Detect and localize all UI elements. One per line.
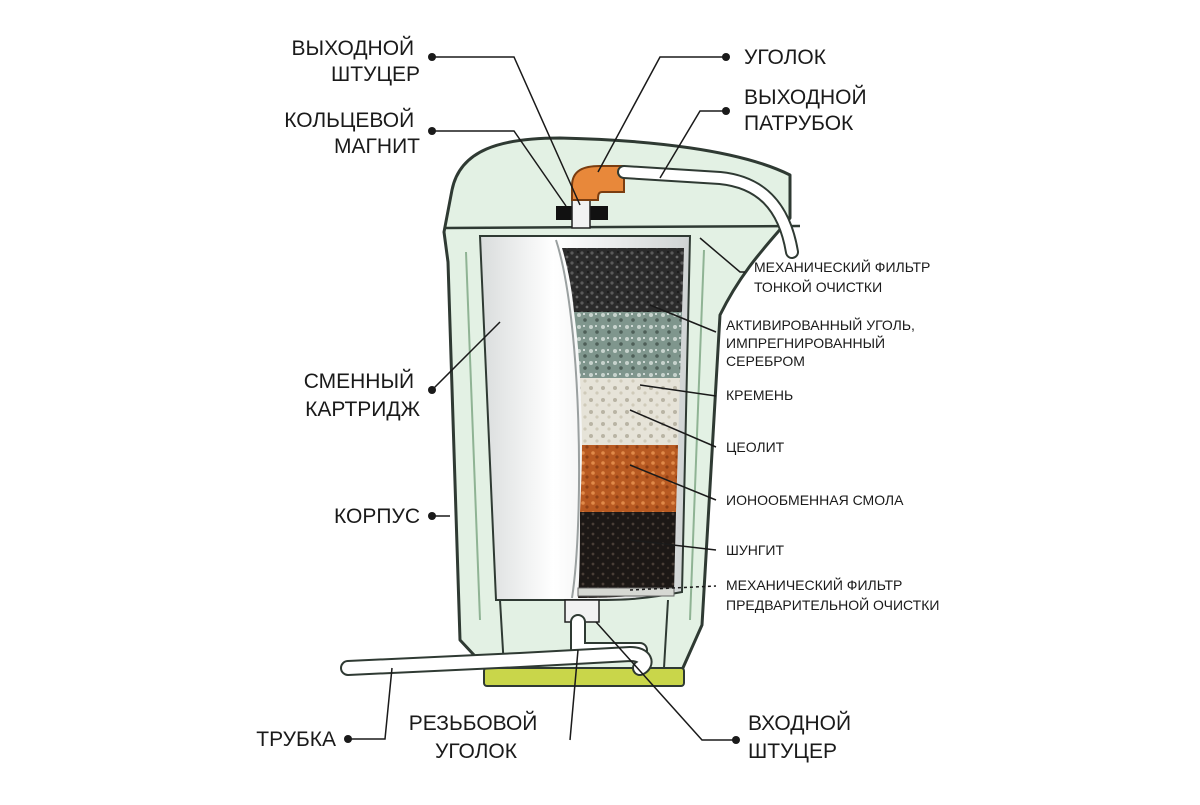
- label-housing: КОРПУС: [334, 505, 420, 528]
- top-fittings: [556, 165, 799, 259]
- label-outlet-fitting: ВЫХОДНОЙ ШТУЦЕР: [292, 36, 420, 86]
- label-ion-resin: ИОНООБМЕННАЯ СМОЛА: [726, 492, 904, 508]
- leader-lines: [348, 56, 745, 741]
- label-flint: КРЕМЕНЬ: [726, 387, 793, 403]
- label-shungite: ШУНГИТ: [726, 542, 784, 558]
- label-threaded-elbow: РЕЗЬБОВОЙ УГОЛОК: [409, 711, 543, 763]
- layer-carbon: [562, 248, 684, 312]
- label-ring-magnet: КОЛЬЦЕВОЙ МАГНИТ: [284, 108, 420, 158]
- cartridge-window-edge: [555, 239, 581, 599]
- outlet-fitting-shape: [571, 199, 591, 229]
- layer-prefilter: [577, 587, 675, 597]
- label-zeolite: ЦЕОЛИТ: [726, 439, 785, 455]
- label-inlet-fitting: ВХОДНОЙ ШТУЦЕР: [748, 711, 857, 763]
- label-elbow: УГОЛОК: [744, 46, 827, 69]
- layer-shungite: [578, 512, 676, 598]
- label-tube: ТРУБКА: [256, 728, 336, 751]
- housing-lid-line: [445, 224, 801, 230]
- replaceable-cartridge: [478, 235, 692, 601]
- label-dots: [344, 53, 740, 744]
- layer-flint: [580, 378, 680, 445]
- label-fine-filter: МЕХАНИЧЕСКИЙ ФИЛЬТР ТОНКОЙ ОЧИСТКИ: [754, 258, 934, 295]
- label-prefilter: МЕХАНИЧЕСКИЙ ФИЛЬТР ПРЕДВАРИТЕЛЬНОЙ ОЧИС…: [726, 576, 939, 613]
- label-cartridge: СМЕННЫЙ КАРТРИДЖ: [304, 369, 421, 421]
- labels: ВЫХОДНОЙ ШТУЦЕР КОЛЬЦЕВОЙ МАГНИТ УГОЛОК …: [256, 36, 939, 763]
- housing-inner-wall: [465, 249, 705, 621]
- housing-base: [483, 667, 685, 687]
- label-activated-carbon: АКТИВИРОВАННЫЙ УГОЛЬ, ИМПРЕГНИРОВАННЫЙ С…: [726, 316, 919, 369]
- label-outlet-pipe: ВЫХОДНОЙ ПАТРУБОК: [744, 85, 872, 135]
- layer-resin: [580, 445, 678, 512]
- layer-silver-carbon: [574, 312, 682, 378]
